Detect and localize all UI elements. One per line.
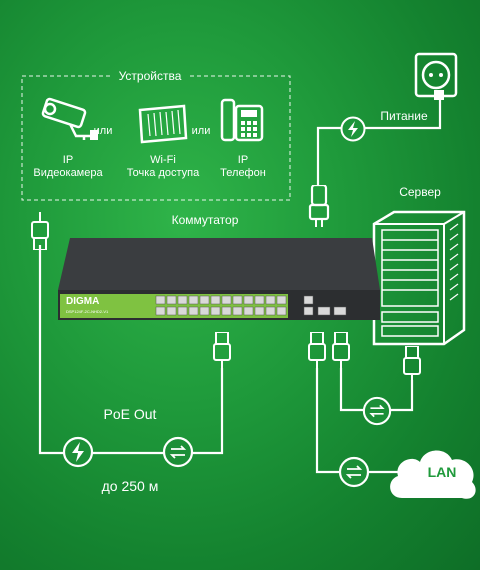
power-label: Питание — [380, 109, 428, 123]
power-plug-icon — [308, 185, 330, 227]
switch-title: Коммутатор — [171, 213, 239, 227]
or-label-2: или — [191, 125, 211, 137]
rj45-connector-icon — [403, 346, 421, 384]
lan-cloud-icon — [390, 450, 476, 499]
ip-phone-icon — [220, 98, 264, 142]
rj45-connector-icon — [31, 212, 49, 250]
or-label-1: или — [93, 125, 113, 137]
switch-ports — [155, 295, 347, 316]
wifi-access-point-icon — [138, 104, 188, 144]
data-transfer-icon — [338, 456, 370, 488]
devices-frame — [21, 75, 291, 201]
server-rack-icon — [372, 210, 466, 346]
lan-label: LAN — [427, 464, 457, 480]
switch-model: DSP124F-2C-NHD2-V1 — [66, 309, 109, 314]
rj45-connector-icon — [308, 332, 326, 370]
server-label: Сервер — [399, 185, 441, 199]
ip-camera-icon — [41, 97, 98, 140]
power-outlet-icon — [414, 52, 458, 100]
power-lightning-icon — [340, 116, 366, 142]
phone-label: IP Телефон — [220, 154, 266, 179]
camera-label: IP Видеокамера — [33, 154, 103, 179]
poe-distance-label: до 250 м — [101, 478, 159, 494]
poe-out-label: PoE Out — [103, 406, 157, 422]
rj45-connector-icon — [213, 332, 231, 370]
data-transfer-icon — [362, 396, 392, 426]
devices-title: Устройства — [118, 69, 182, 83]
lan-cable-line — [315, 368, 400, 474]
power-cable-line — [316, 100, 442, 185]
rj45-connector-icon — [332, 332, 350, 370]
network-switch: DIGMA DSP124F-2C-NHD2-V1 — [56, 232, 382, 326]
ap-label: Wi-Fi Точка доступа — [126, 154, 200, 179]
poe-cable-line — [38, 245, 224, 455]
poe-lightning-icon — [62, 436, 94, 468]
switch-body — [58, 238, 380, 320]
data-transfer-icon — [162, 436, 194, 468]
switch-brand: DIGMA — [66, 296, 100, 307]
